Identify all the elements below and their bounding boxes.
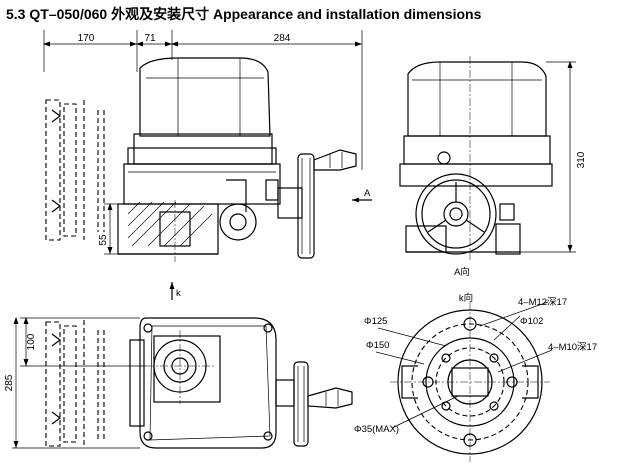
flange-view-k — [375, 301, 553, 462]
callout-d150: Φ150 — [366, 340, 389, 351]
callout-m10: 4–M10深17 — [548, 342, 597, 353]
dim-170: 170 — [78, 33, 95, 44]
dim-55: 55 — [98, 234, 109, 246]
phantom-handwheel-front — [45, 99, 105, 241]
dim-100: 100 — [26, 333, 37, 350]
view-k-caption: k向 — [459, 292, 473, 304]
page-title: 5.3 QT–050/060 外观及安装尺寸 Appearance and in… — [6, 6, 482, 22]
callout-d102: Φ102 — [520, 316, 543, 327]
top-view — [12, 317, 353, 449]
callout-d125: Φ125 — [364, 316, 387, 327]
front-view — [45, 57, 357, 262]
view-k-arrow-label: k — [176, 288, 181, 299]
dim-285: 285 — [4, 374, 15, 391]
view-a-caption: A向 — [454, 266, 470, 278]
view-a-arrow-label: A — [364, 188, 371, 199]
phantom-handwheel-top — [45, 320, 105, 448]
top-dimension-lines — [43, 30, 363, 170]
callout-m12: 4–M12深17 — [518, 297, 567, 308]
base-section-hatch — [127, 201, 213, 247]
callout-d35: Φ35(MAX) — [354, 424, 399, 435]
dim-284: 284 — [274, 33, 291, 44]
dim-71: 71 — [144, 33, 156, 44]
dim-310: 310 — [576, 151, 587, 168]
side-view-a — [399, 56, 576, 262]
